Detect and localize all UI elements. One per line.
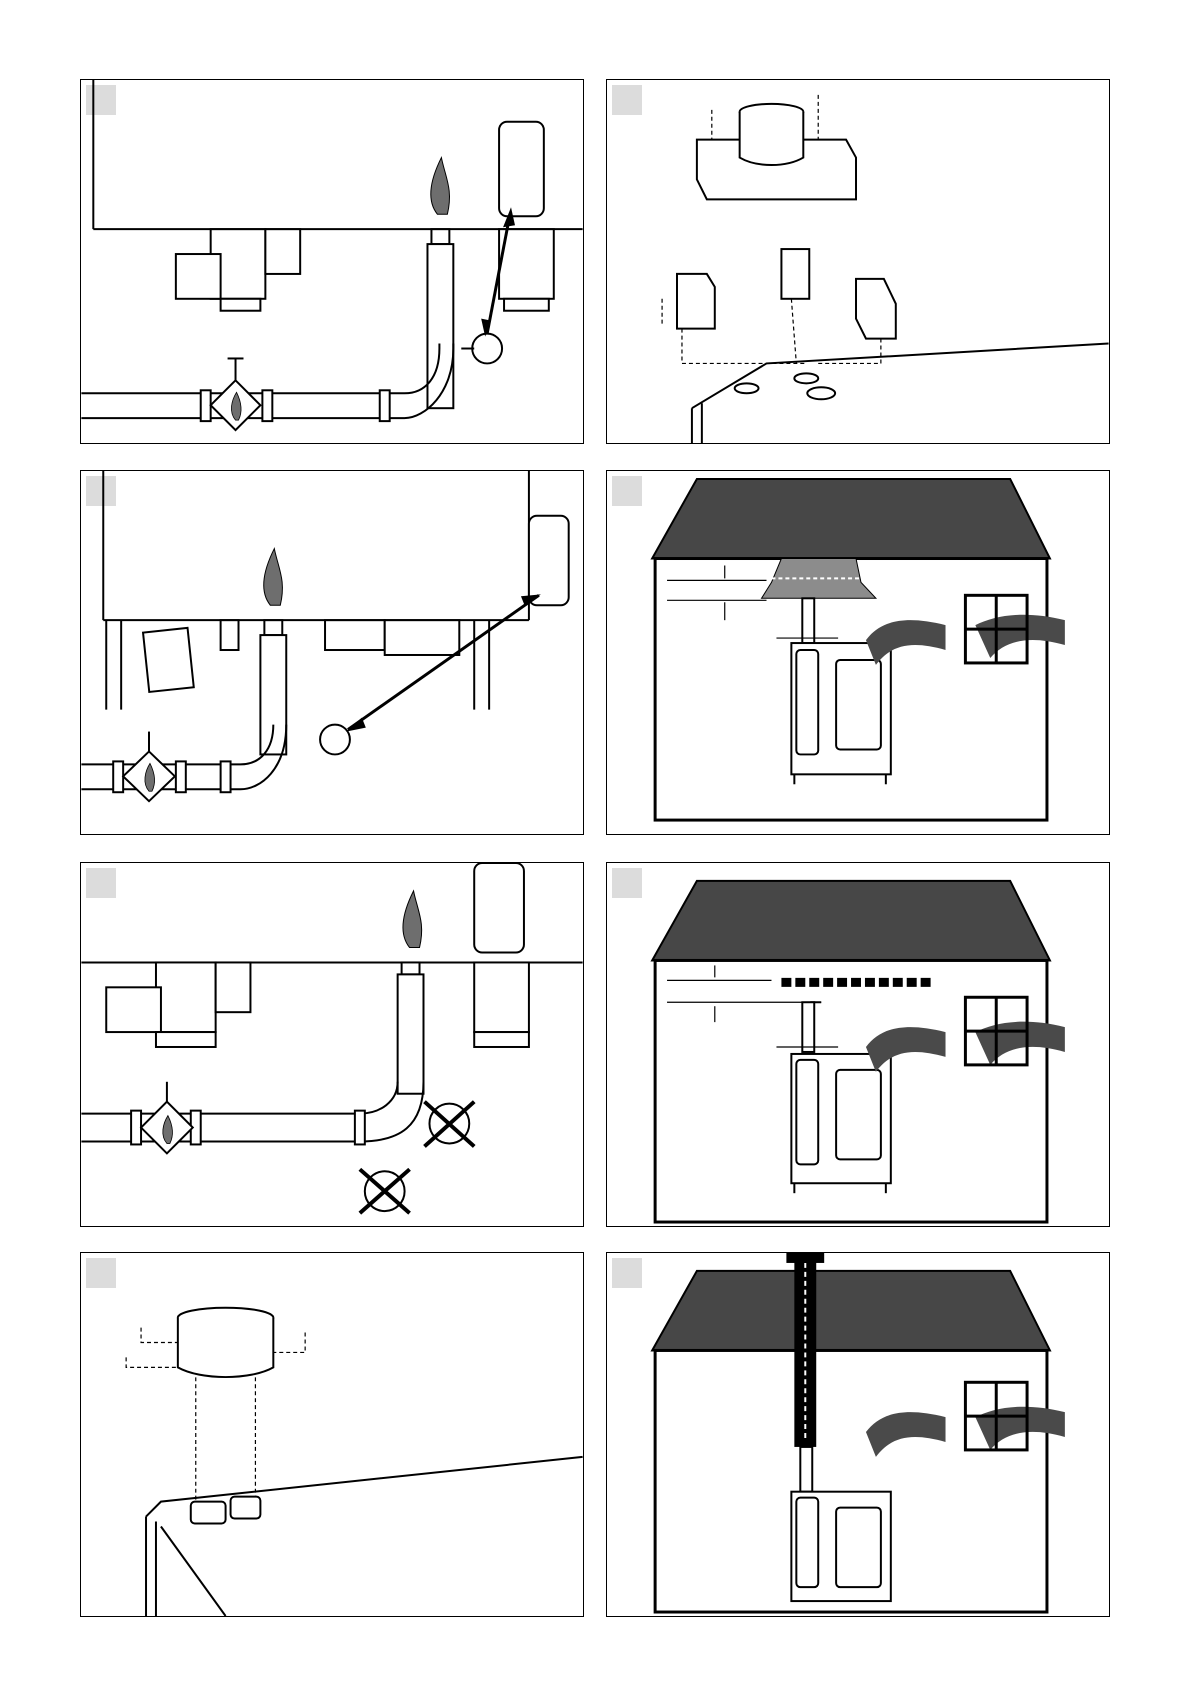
panel-gas-pipe-leak (80, 862, 584, 1227)
chimney-ventilation-illustration (607, 1253, 1109, 1616)
gas-connection-illustration (81, 80, 583, 443)
no-leak-icon (360, 1102, 474, 1213)
manometer-icon (472, 334, 502, 364)
extractor-ventilation-illustration (607, 863, 1109, 1226)
panel-extractor-ventilation (606, 862, 1110, 1227)
flue-collar-illustration (81, 1253, 583, 1616)
panel-flue-collar-assembly (80, 1252, 584, 1617)
panel-hood-ventilation (606, 470, 1110, 835)
panel-chimney-ventilation (606, 1252, 1110, 1617)
hood-ventilation-illustration (607, 471, 1109, 834)
manometer-icon (320, 725, 350, 755)
flame-icon (431, 158, 450, 215)
gas-pipe-leak-illustration (81, 863, 583, 1226)
flame-icon (403, 891, 422, 948)
panel-gas-connection-2 (80, 470, 584, 835)
gas-connection-floor-illustration (81, 471, 583, 834)
hood-assembly-illustration (607, 80, 1109, 443)
panel-hood-assembly (606, 79, 1110, 444)
panel-gas-connection-1 (80, 79, 584, 444)
flame-icon (264, 549, 283, 606)
